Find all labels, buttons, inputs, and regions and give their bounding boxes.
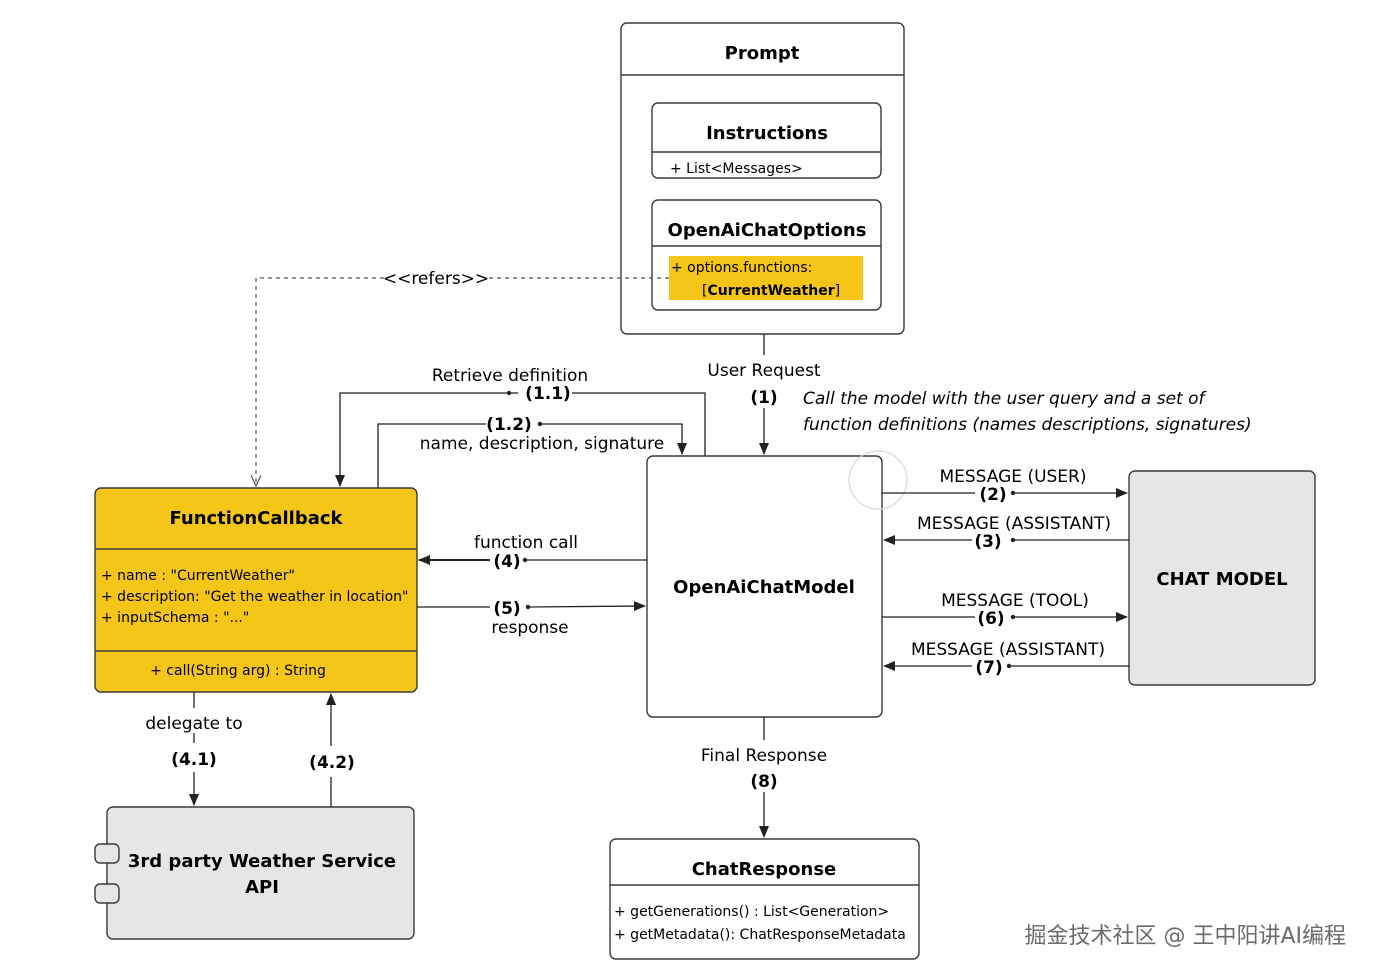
prompt-title: Prompt [725, 43, 800, 64]
message-assistant-2-label: MESSAGE (ASSISTANT) [911, 640, 1105, 660]
retrieve-step: (1.1) [525, 384, 571, 404]
edge-final-response: Final Response (8) [701, 717, 827, 838]
delegate-step: (4.1) [171, 750, 217, 770]
watermark: 掘金技术社区 @ 王中阳讲AI编程 [1024, 924, 1346, 949]
definition-return-line-left [377, 423, 486, 488]
final-response-step: (8) [750, 772, 777, 792]
instructions-member: + List<Messages> [670, 161, 803, 177]
response-dot [525, 604, 531, 610]
retrieve-label: Retrieve definition [432, 366, 588, 386]
weather-service-title-line1: 3rd party Weather Service [128, 851, 396, 872]
message-assistant-1-label: MESSAGE (ASSISTANT) [917, 514, 1111, 534]
message-user-step: (2) [979, 485, 1006, 505]
openai-chat-model-box: OpenAiChatModel [646, 450, 908, 718]
definition-return-dot [537, 421, 543, 427]
function-callback-attr-description: + description: "Get the weather in locat… [101, 589, 408, 605]
function-callback-title: FunctionCallback [169, 508, 343, 529]
retrieve-dot [506, 390, 512, 396]
refers-label: <<refers>> [383, 269, 489, 289]
function-callback-frame [94, 487, 418, 693]
message-assistant-2-step: (7) [975, 658, 1002, 678]
edge-delegate: delegate to (4.1) [145, 692, 243, 806]
message-assistant-1-step: (3) [974, 532, 1001, 552]
options-highlight [669, 256, 863, 300]
edge-function-call: function call (4) [418, 533, 647, 572]
instructions-box: Instructions + List<Messages> [651, 102, 882, 179]
weather-service-title-line2: API [245, 877, 279, 898]
function-callback-attr-schema: + inputSchema : "..." [101, 610, 249, 626]
component-port-bottom [94, 883, 120, 904]
edge-delegate-return: (4.2) [309, 693, 355, 807]
cursor-indicator [848, 450, 908, 510]
message-tool-label: MESSAGE (TOOL) [941, 591, 1089, 611]
user-request-note-line2: function definitions (names descriptions… [803, 415, 1252, 435]
chat-response-frame [609, 838, 920, 960]
chat-response-box: ChatResponse + getGenerations() : List<G… [609, 838, 920, 960]
definition-return-step: (1.2) [486, 415, 532, 435]
message-assistant-1-dot [1010, 537, 1016, 543]
weather-service-frame [106, 806, 415, 940]
chat-model-frame [1128, 470, 1316, 686]
message-user-label: MESSAGE (USER) [939, 467, 1086, 487]
message-tool-step: (6) [977, 609, 1004, 629]
retrieve-line-right [572, 392, 706, 456]
options-bracket-close: ] [835, 283, 840, 299]
edge-response: (5) response [417, 599, 646, 638]
chat-model-box: CHAT MODEL [1128, 470, 1316, 686]
openai-chat-model-title: OpenAiChatModel [673, 577, 855, 598]
options-member-line1: + options.functions: [671, 260, 812, 276]
weather-service-box: 3rd party Weather Service API [94, 806, 415, 940]
response-step: (5) [493, 599, 520, 619]
instructions-box-frame [651, 102, 882, 179]
chat-response-member-generations: + getGenerations() : List<Generation> [614, 904, 889, 920]
message-tool-dot [1010, 614, 1016, 620]
edge-user-request: User Request (1) Call the model with the… [707, 334, 1252, 455]
response-line-right [527, 601, 646, 612]
options-box: OpenAiChatOptions + options.functions: [… [651, 199, 882, 311]
definition-return-line-right [540, 423, 687, 455]
refers-edge: <<refers>> [256, 269, 669, 486]
user-request-step: (1) [750, 388, 777, 408]
options-title: OpenAiChatOptions [668, 220, 867, 241]
options-member-line2: [CurrentWeather] [702, 283, 840, 299]
edge-message-tool: MESSAGE (TOOL) (6) [882, 591, 1128, 629]
chat-response-member-metadata: + getMetadata(): ChatResponseMetadata [614, 927, 906, 943]
definition-return-label: name, description, signature [420, 434, 664, 454]
function-callback-box: FunctionCallback + name : "CurrentWeathe… [94, 487, 418, 693]
edge-definition-return: (1.2) name, description, signature [377, 415, 687, 488]
message-user-dot [1010, 490, 1016, 496]
instructions-title: Instructions [706, 123, 828, 144]
function-call-step: (4) [493, 552, 520, 572]
function-call-dot [522, 557, 528, 563]
edge-message-assistant-1: MESSAGE (ASSISTANT) (3) [883, 514, 1129, 552]
delegate-label: delegate to [145, 714, 242, 734]
user-request-label: User Request [707, 361, 821, 381]
retrieve-line-left [335, 392, 518, 487]
function-call-label: function call [474, 533, 578, 553]
response-label: response [491, 618, 568, 638]
user-request-note-line1: Call the model with the user query and a… [803, 389, 1208, 409]
chat-model-title: CHAT MODEL [1156, 569, 1287, 590]
options-bracket-open: [ [702, 283, 707, 299]
edge-retrieve-definition: Retrieve definition (1.1) [335, 366, 706, 487]
refers-line-left [256, 277, 384, 486]
edge-message-user: MESSAGE (USER) (2) [882, 467, 1128, 505]
component-port-top [94, 843, 120, 864]
delegate-return-step: (4.2) [309, 753, 355, 773]
function-callback-operation: + call(String arg) : String [150, 663, 326, 679]
final-response-label: Final Response [701, 746, 827, 766]
options-current-weather: CurrentWeather [707, 283, 834, 299]
function-callback-attr-name: + name : "CurrentWeather" [101, 568, 295, 584]
chat-response-title: ChatResponse [692, 859, 837, 880]
message-assistant-2-dot [1006, 663, 1012, 669]
edge-message-assistant-2: MESSAGE (ASSISTANT) (7) [883, 640, 1129, 678]
